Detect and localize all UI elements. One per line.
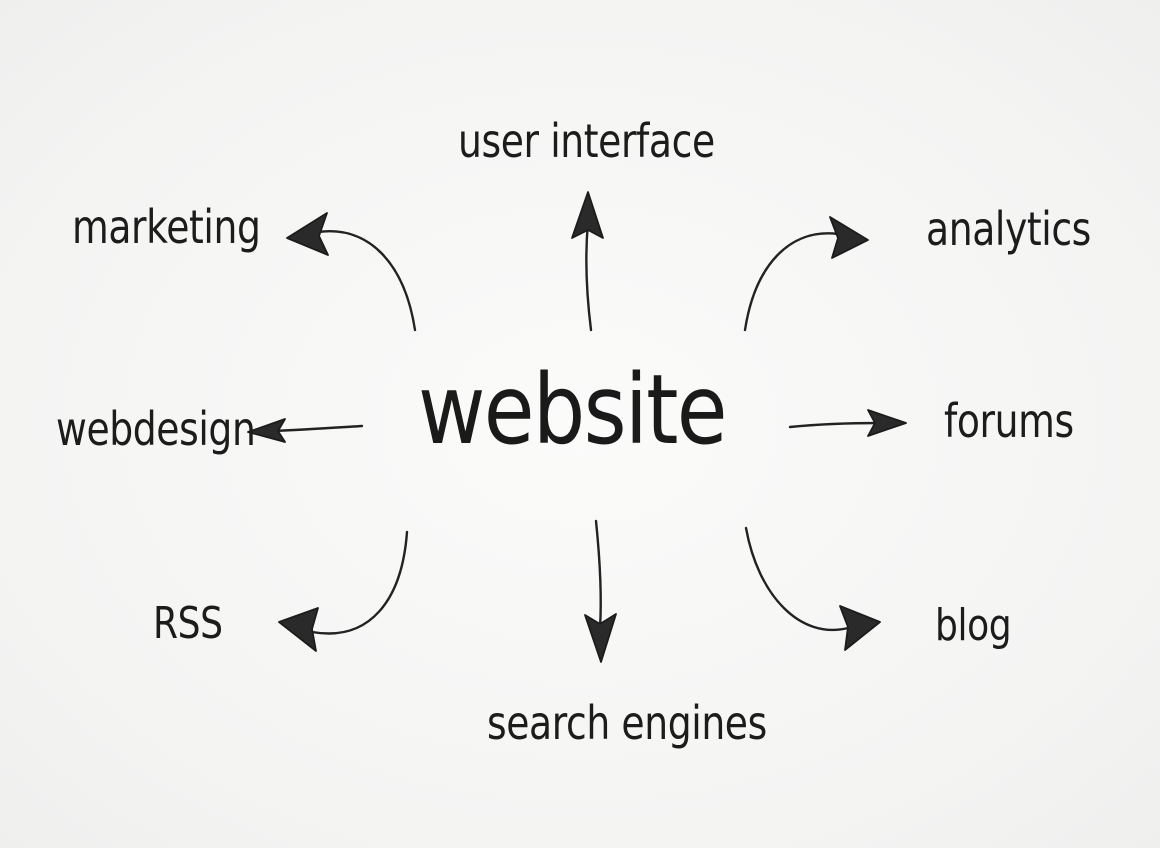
node-webdesign: webdesign (56, 402, 256, 456)
arrow-to-user-interface (571, 191, 604, 332)
central-topic: website (418, 354, 728, 466)
arrow-to-marketing (286, 212, 417, 332)
node-search-engines: search engines (487, 696, 767, 750)
arrow-to-analytics (743, 216, 869, 332)
arrow-to-rss (278, 530, 409, 652)
arrow-to-forums (788, 409, 907, 437)
node-user-interface: user interface (458, 114, 715, 168)
node-blog: blog (935, 600, 1012, 651)
arrow-to-search-engines (584, 519, 617, 663)
arrow-to-blog (744, 526, 881, 651)
node-marketing: marketing (72, 200, 261, 254)
node-analytics: analytics (926, 202, 1091, 256)
node-forums: forums (944, 394, 1074, 448)
node-rss: RSS (153, 598, 223, 649)
arrow-to-webdesign (247, 418, 364, 443)
